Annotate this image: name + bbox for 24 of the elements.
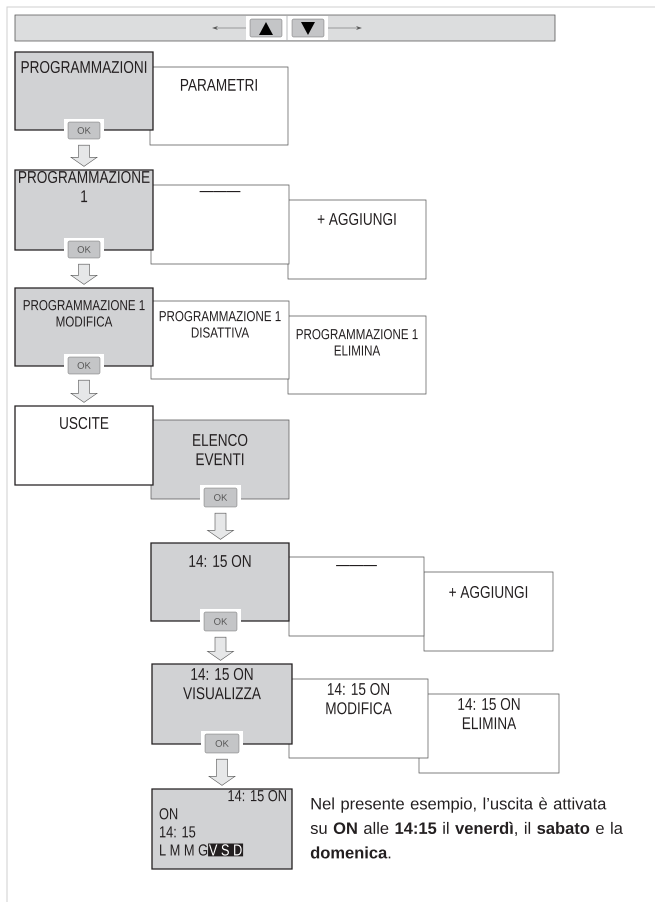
screen-box: USCITE — [14, 405, 154, 486]
screen-box: + AGGIUNGI — [424, 572, 554, 652]
screen-box: 14: 15 ON MODIFICA — [288, 678, 428, 758]
screen-box: PARAMETRI — [150, 66, 288, 146]
block-arrow — [206, 512, 234, 540]
ok-button: OK — [64, 354, 104, 375]
ok-button: OK — [201, 731, 243, 754]
block-arrow — [70, 380, 98, 403]
screen-box: 14: 15 ON ELIMINA — [418, 694, 560, 774]
ok-button: OK — [64, 119, 104, 140]
screen-box: PROGRAMMAZIONE 1 DISATTIVA — [150, 300, 290, 380]
screen-box: ——— — [150, 184, 290, 264]
block-arrow — [70, 264, 98, 285]
screen-box: + AGGIUNGI — [288, 200, 426, 280]
block-arrow — [206, 636, 234, 661]
display-screen: 14: 15 ON ON 14: 15 L M M GV S D — [151, 788, 293, 870]
ok-button: OK — [200, 609, 241, 632]
ok-button: OK — [64, 238, 104, 259]
block-arrow — [70, 144, 98, 167]
note-text: Nel presente esempio, l’uscita è attivata su ON alle 14:15 il venerdì, il sabato e la domenica. — [310, 797, 623, 858]
screen-box: ——— — [288, 556, 424, 636]
ok-button: OK — [200, 485, 241, 508]
block-arrow — [208, 758, 236, 786]
screen-box: PROGRAMMAZIONE 1 ELIMINA — [288, 316, 426, 394]
